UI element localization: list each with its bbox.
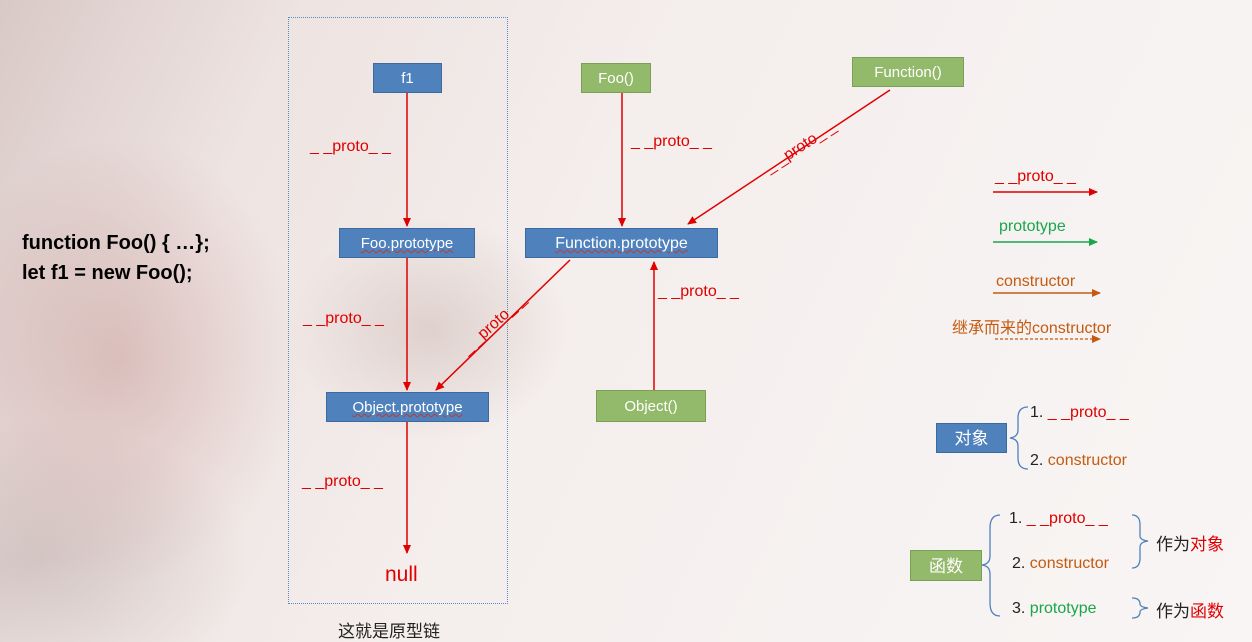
code-line-1: function Foo() { …}; bbox=[22, 232, 210, 254]
function-brace bbox=[981, 514, 1001, 617]
arrow-funcproto-objproto bbox=[435, 259, 571, 391]
object-item-2-text: constructor bbox=[1047, 452, 1127, 469]
object-item-2-num: 2. bbox=[1030, 452, 1044, 469]
function-item-1-num: 1. bbox=[1009, 510, 1023, 527]
node-f1: f1 bbox=[373, 63, 442, 93]
node-function-prototype: Function.prototype bbox=[525, 228, 718, 258]
chain-caption: 这就是原型链 bbox=[338, 622, 440, 641]
arrow-function-funcproto bbox=[687, 89, 891, 225]
function-item-2-text: constructor bbox=[1029, 555, 1109, 572]
function-item-1-text: _ _proto_ _ bbox=[1026, 510, 1108, 527]
node-foo-prototype-label: Foo.prototype bbox=[360, 235, 454, 252]
legend-proto-label: _ _proto_ _ bbox=[995, 168, 1076, 185]
node-object: Object() bbox=[596, 390, 706, 422]
as-object-prefix: 作为 bbox=[1156, 535, 1190, 554]
as-function-label: 作为函数 bbox=[1156, 597, 1224, 622]
edge-label-f1-fooproto: _ _proto_ _ bbox=[310, 138, 391, 155]
function-item-3-num: 3. bbox=[1012, 600, 1026, 617]
legend-inherited-constructor-label: 继承而来的constructor bbox=[952, 320, 1112, 337]
object-item-1-text: _ _proto_ _ bbox=[1047, 404, 1129, 421]
function-item-2-num: 2. bbox=[1012, 555, 1026, 572]
node-function: Function() bbox=[852, 57, 964, 87]
legend-prototype-label: prototype bbox=[999, 218, 1066, 235]
as-function-prefix: 作为 bbox=[1156, 602, 1190, 621]
object-group-title: 对象 bbox=[936, 423, 1007, 453]
function-group-title: 函数 bbox=[910, 550, 982, 581]
object-group-item-2: 2. constructor bbox=[1030, 452, 1127, 470]
edge-label-object-funcproto: _ _proto_ _ bbox=[658, 283, 739, 300]
function-group-item-3: 3. prototype bbox=[1012, 600, 1097, 618]
legend-constructor-label: constructor bbox=[996, 273, 1076, 290]
node-foo: Foo() bbox=[581, 63, 651, 93]
node-null: null bbox=[385, 563, 418, 586]
prototype-chain-box bbox=[288, 17, 508, 604]
node-foo-prototype: Foo.prototype bbox=[339, 228, 475, 258]
node-object-prototype: Object.prototype bbox=[326, 392, 489, 422]
node-function-prototype-label: Function.prototype bbox=[555, 235, 688, 252]
function-group-item-1: 1. _ _proto_ _ bbox=[1009, 510, 1108, 528]
node-object-prototype-label: Object.prototype bbox=[352, 399, 463, 416]
object-brace bbox=[1009, 406, 1029, 470]
as-object-brace bbox=[1131, 514, 1149, 569]
edge-label-objproto-null: _ _proto_ _ bbox=[302, 473, 383, 490]
code-line-2: let f1 = new Foo(); bbox=[22, 262, 193, 284]
object-item-1-num: 1. bbox=[1030, 404, 1044, 421]
as-object-word: 对象 bbox=[1190, 535, 1224, 554]
object-group-item-1: 1. _ _proto_ _ bbox=[1030, 404, 1129, 422]
function-group-item-2: 2. constructor bbox=[1012, 555, 1109, 573]
edge-label-foo-funcproto: _ _proto_ _ bbox=[631, 133, 712, 150]
as-object-label: 作为对象 bbox=[1156, 530, 1224, 555]
as-function-brace bbox=[1131, 597, 1149, 619]
function-item-3-text: prototype bbox=[1029, 600, 1097, 617]
edge-label-fooproto-objproto: _ _proto_ _ bbox=[303, 310, 384, 327]
as-function-word: 函数 bbox=[1190, 602, 1224, 621]
